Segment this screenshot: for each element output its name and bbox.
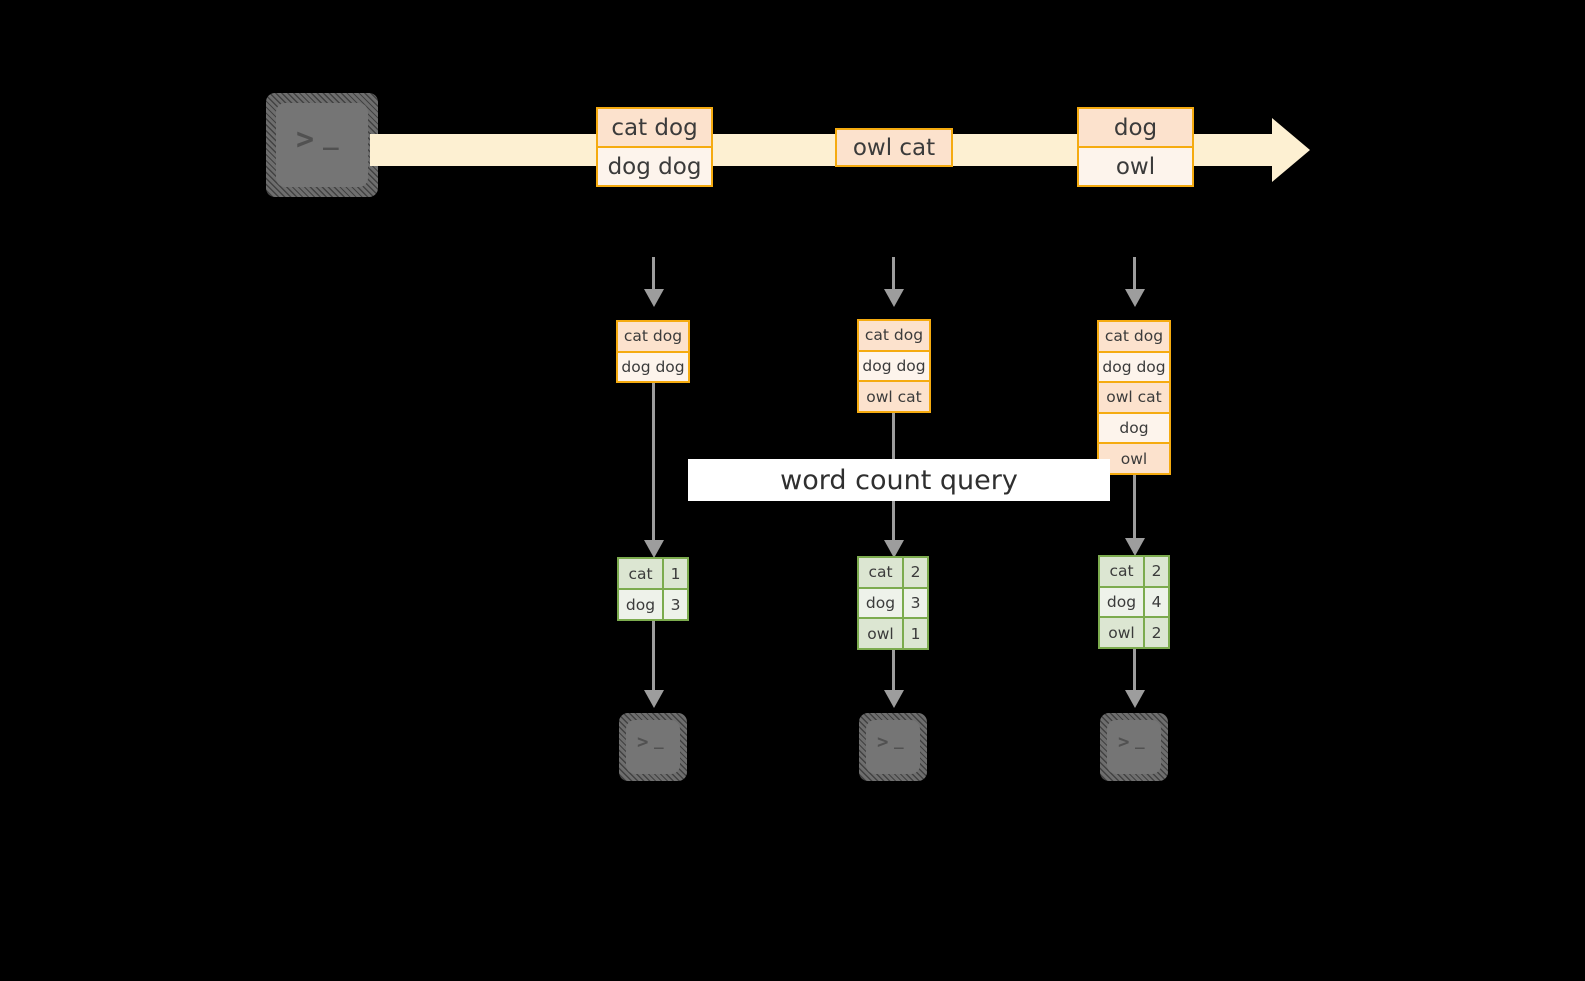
query-line-3 xyxy=(1133,475,1137,553)
producer-terminal-icon: > _ xyxy=(266,93,378,197)
result-count: 1 xyxy=(902,619,927,649)
result-count: 3 xyxy=(662,590,687,619)
snapshot-feed-arrowhead-3 xyxy=(1124,289,1145,307)
result-word: cat xyxy=(619,559,662,588)
snapshot-feed-line-1 xyxy=(652,257,656,291)
result-sink-line-2 xyxy=(892,650,896,693)
table-row: cat 1 xyxy=(619,559,687,588)
query-label: word count query xyxy=(688,459,1110,501)
event-stream-arrowhead xyxy=(1272,118,1310,182)
result-table-1: cat 1 dog 3 xyxy=(617,557,689,621)
table-row: owl 1 xyxy=(859,617,927,649)
query-line-1 xyxy=(652,383,656,553)
result-sink-arrowhead-1 xyxy=(643,690,664,708)
terminal-prompt-glyph: > xyxy=(1118,731,1131,753)
snapshot-line: cat dog xyxy=(618,322,688,351)
stream-event-line: dog dog xyxy=(598,146,711,185)
result-sink-line-3 xyxy=(1133,649,1137,693)
terminal-cursor-glyph: _ xyxy=(323,121,340,151)
consumer-terminal-icon-2: > _ xyxy=(859,713,927,781)
result-table-2: cat 2 dog 3 owl 1 xyxy=(857,556,929,650)
terminal-prompt-glyph: > xyxy=(637,731,650,753)
snapshot-line: cat dog xyxy=(859,321,929,350)
snapshot-stack-3: cat dog dog dog owl cat dog owl xyxy=(1097,320,1171,475)
snapshot-line: dog dog xyxy=(618,350,688,381)
query-arrowhead-3 xyxy=(1124,538,1145,556)
result-word: dog xyxy=(619,590,662,619)
stream-event-2: owl cat xyxy=(835,128,953,167)
table-row: cat 2 xyxy=(859,558,927,587)
snapshot-line: dog dog xyxy=(859,349,929,381)
result-count: 2 xyxy=(1143,618,1168,648)
snapshot-feed-line-3 xyxy=(1133,257,1137,291)
table-row: dog 3 xyxy=(859,586,927,618)
result-count: 4 xyxy=(1143,587,1168,617)
snapshot-line: cat dog xyxy=(1099,322,1169,351)
snapshot-feed-line-2 xyxy=(892,257,896,291)
consumer-terminal-icon-1: > _ xyxy=(619,713,687,781)
terminal-body xyxy=(1107,720,1161,774)
result-count: 3 xyxy=(902,588,927,618)
result-count: 1 xyxy=(662,559,687,588)
snapshot-line: owl xyxy=(1099,442,1169,473)
stream-event-line: owl xyxy=(1079,146,1192,185)
result-sink-arrowhead-3 xyxy=(1124,690,1145,708)
result-count: 2 xyxy=(1143,557,1168,586)
table-row: dog 3 xyxy=(619,588,687,619)
snapshot-stack-2: cat dog dog dog owl cat xyxy=(857,319,931,413)
terminal-cursor-glyph: _ xyxy=(654,730,665,749)
terminal-body xyxy=(866,720,920,774)
snapshot-line: dog dog xyxy=(1099,350,1169,382)
terminal-body xyxy=(276,103,368,187)
result-word: dog xyxy=(859,588,902,618)
consumer-terminal-icon-3: > _ xyxy=(1100,713,1168,781)
stream-event-line: cat dog xyxy=(598,109,711,146)
terminal-cursor-glyph: _ xyxy=(1135,730,1146,749)
snapshot-stack-1: cat dog dog dog xyxy=(616,320,690,383)
snapshot-feed-arrowhead-1 xyxy=(643,289,664,307)
terminal-prompt-glyph: > xyxy=(877,731,890,753)
terminal-cursor-glyph: _ xyxy=(894,730,905,749)
result-word: owl xyxy=(1100,618,1143,648)
snapshot-line: owl cat xyxy=(1099,381,1169,412)
stream-event-1: cat dog dog dog xyxy=(596,107,713,187)
table-row: cat 2 xyxy=(1100,557,1168,586)
query-arrowhead-1 xyxy=(643,540,664,558)
stream-event-line: dog xyxy=(1079,109,1192,146)
snapshot-line: dog xyxy=(1099,411,1169,443)
terminal-body xyxy=(626,720,680,774)
terminal-prompt-glyph: > xyxy=(296,122,316,157)
result-table-3: cat 2 dog 4 owl 2 xyxy=(1098,555,1170,649)
result-sink-arrowhead-2 xyxy=(883,690,904,708)
result-sink-line-1 xyxy=(652,621,656,693)
result-word: cat xyxy=(859,558,902,587)
snapshot-feed-arrowhead-2 xyxy=(883,289,904,307)
query-arrowhead-2 xyxy=(883,540,904,558)
stream-event-line: owl cat xyxy=(837,130,951,165)
stream-event-3: dog owl xyxy=(1077,107,1194,187)
result-word: cat xyxy=(1100,557,1143,586)
result-word: owl xyxy=(859,619,902,649)
result-word: dog xyxy=(1100,587,1143,617)
table-row: owl 2 xyxy=(1100,616,1168,648)
table-row: dog 4 xyxy=(1100,585,1168,617)
snapshot-line: owl cat xyxy=(859,380,929,412)
result-count: 2 xyxy=(902,558,927,587)
